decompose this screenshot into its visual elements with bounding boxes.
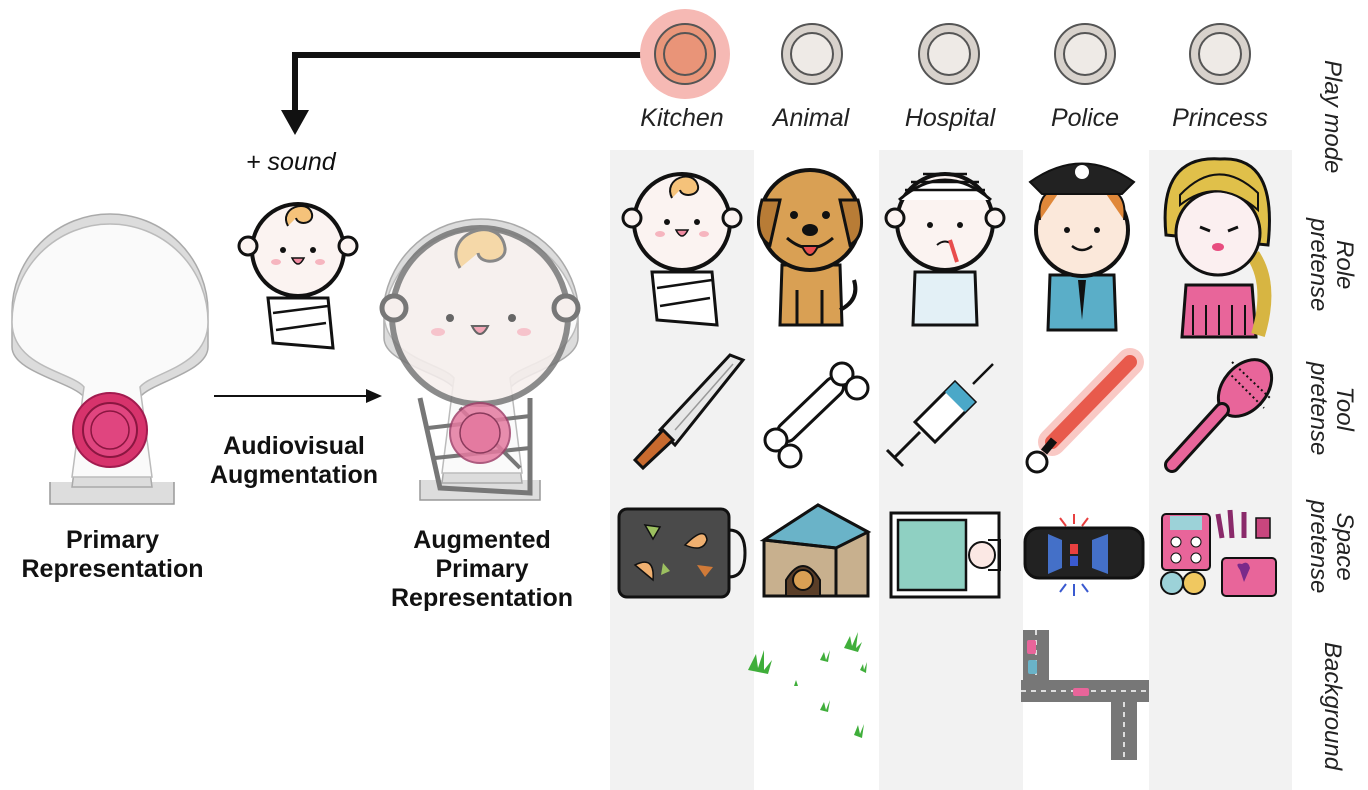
row-label-background: Background: [1319, 642, 1346, 771]
play-mode-label-police: Police: [1050, 104, 1120, 132]
play-mode-button-police[interactable]: [1020, 14, 1150, 104]
dog-icon: [756, 168, 864, 327]
play-mode-button-hospital[interactable]: [884, 14, 1014, 104]
augmented-primary-representation-label: Augmented Primary Representation: [391, 526, 573, 612]
play-mode-button-princess[interactable]: [1155, 14, 1285, 104]
bone-icon: [763, 361, 870, 469]
light-baton-icon: [1025, 348, 1144, 474]
play-mode-button-animal[interactable]: [747, 14, 877, 104]
play-mode-label-princess: Princess: [1172, 104, 1268, 132]
sound-label: + sound: [246, 148, 336, 176]
primary-representation-device[interactable]: [11, 213, 212, 512]
baby-icon: [237, 202, 359, 350]
syringe-icon: [885, 363, 994, 468]
grass-background: [748, 632, 867, 738]
knife-icon: [632, 353, 746, 471]
hospital-bed-icon: [889, 511, 1001, 599]
patient-icon: [884, 172, 1006, 327]
makeup-kit-icon: [1160, 509, 1277, 597]
play-mode-label-hospital: Hospital: [904, 104, 996, 132]
play-mode-button-kitchen[interactable]: [620, 9, 750, 104]
princess-icon: [1163, 157, 1272, 339]
dog-house-icon: [759, 503, 872, 598]
augmentation-label: Audiovisual Augmentation: [209, 432, 379, 489]
row-label-role: Role pretense: [1305, 218, 1358, 312]
hairbrush-icon: [1164, 358, 1274, 473]
baking-tray-icon: [617, 507, 747, 599]
augmented-representation-device[interactable]: [379, 208, 585, 508]
row-label-play-mode: Play mode: [1319, 60, 1346, 174]
primary-representation-label: Primary Representation: [21, 526, 204, 583]
baby-icon: [621, 172, 743, 327]
play-mode-label-kitchen: Kitchen: [640, 104, 724, 132]
row-label-tool: Tool pretense: [1305, 362, 1358, 456]
police-car-icon: [1023, 514, 1145, 596]
play-mode-label-animal: Animal: [772, 104, 850, 132]
row-label-space: Space pretense: [1305, 500, 1358, 594]
road-map-background: [1021, 630, 1149, 760]
police-officer-icon: [1028, 162, 1136, 332]
